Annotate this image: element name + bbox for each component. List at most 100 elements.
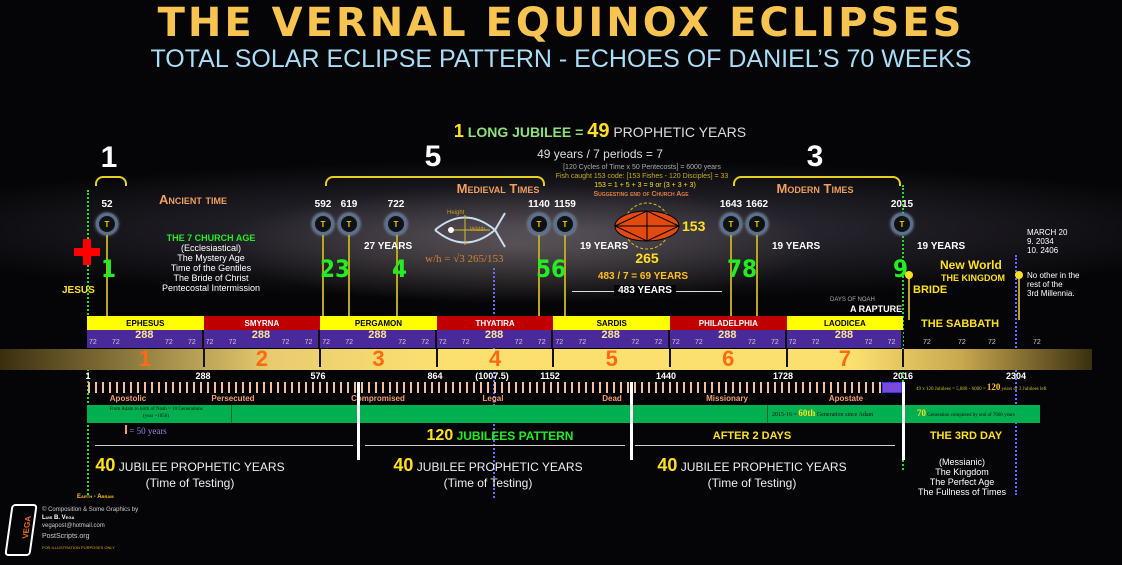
segment-value: 288: [320, 330, 437, 348]
sub-value: 72: [748, 339, 756, 346]
sub-value: 72: [672, 339, 680, 346]
note-line: 3rd Millennia.: [1027, 289, 1075, 298]
scale-label: 1152: [540, 371, 560, 381]
church-thyatira: THYATIRA: [436, 316, 554, 330]
jubilee-years: 49: [587, 120, 610, 142]
eclipse-icon: T: [891, 213, 913, 235]
jubilee-40-num: 40: [393, 455, 414, 475]
sub-value: 72: [811, 339, 820, 346]
website-link[interactable]: PostScripts.org: [42, 533, 90, 540]
period-number: 4: [488, 346, 502, 371]
sub-value: 72: [205, 339, 214, 346]
kingdom-label: THE KINGDOM: [941, 273, 1005, 283]
era-medieval: Medieval Times: [456, 181, 540, 196]
segment-value: 288: [436, 330, 554, 348]
gen-divider: [231, 405, 232, 423]
vesica-piscis-icon: [613, 202, 681, 250]
sub-value: 72: [438, 339, 447, 346]
jubilee-40-block-2: 40 JUBILEE PROPHETIC YEARS(Time of Testi…: [393, 455, 582, 490]
church-smyrna: SMYRNA: [203, 316, 321, 330]
tick-legend: = 50 years: [125, 425, 167, 436]
scale-label: 1: [85, 371, 91, 381]
church-age-line: The Bride of Christ: [173, 273, 249, 283]
adam-line: From Adam to birth of Noah = 10 Generati…: [109, 407, 203, 412]
interval-label: 27 YEARS: [364, 241, 413, 252]
sub-value: 72: [304, 339, 313, 346]
church-age-line: The Mystery Age: [177, 253, 245, 263]
subtitle: TOTAL SOLAR ECLIPSE PATTERN - ECHOES OF …: [150, 45, 972, 73]
sabbath-label: THE SABBATH: [921, 318, 1000, 330]
ichthys-fish-icon: [434, 212, 506, 248]
eclipse-icon: T: [746, 213, 768, 235]
period-divider: [552, 349, 555, 367]
brace-1: [95, 176, 127, 186]
sub-value: 72: [988, 339, 996, 346]
jubilee-num: 1: [453, 121, 464, 141]
jubilee-suffix: PROPHETIC YEARS: [613, 124, 747, 140]
sub-value: 72: [923, 339, 931, 346]
sub-value: 72: [555, 339, 564, 346]
note-text: Generation since Adam: [816, 412, 874, 418]
third-day-line: (Messianic): [938, 457, 985, 467]
church-age-line: (Ecclesiastical): [180, 243, 242, 253]
bride-label: BRIDE: [913, 284, 948, 296]
eclipse-year: 2015: [890, 199, 914, 210]
credit-line: © Composition & Some Graphics by: [42, 507, 139, 513]
sub-value: 72: [887, 339, 896, 346]
church-age-title: THE 7 CHURCH AGE: [166, 233, 256, 243]
pattern-num: 120: [426, 427, 454, 444]
note-text: Generation completed by end of 7000 year…: [927, 413, 1015, 418]
timeline-band: [0, 349, 1092, 370]
period-number: 6: [722, 346, 735, 371]
vesica-height: 153: [682, 218, 706, 234]
jubilee-40-label: JUBILEE PROPHETIC YEARS: [118, 460, 285, 474]
main-title: THE VERNAL EQUINOX ECLIPSES: [157, 0, 965, 46]
church-philadelphia: PHILADELPHIA: [670, 316, 787, 330]
fish-height-label: Height: [447, 210, 465, 216]
fish-formula: w/h = √3 265/153: [425, 253, 504, 265]
2304-dotted-line: [1015, 255, 1017, 495]
note-text: 2015-16 =: [772, 412, 797, 418]
adam-note: From Adam to birth of Noah = 10 Generati…: [109, 406, 202, 420]
third-day-line: The Kingdom: [935, 467, 989, 477]
era-ancient: Ancient time: [159, 192, 227, 207]
seventy-num: 70: [917, 408, 926, 418]
jub-num: 120: [986, 382, 1001, 392]
eclipse-number: 9: [893, 255, 909, 283]
era-label: Dead: [602, 394, 622, 403]
sub-value: 72: [112, 339, 120, 346]
arrow-period-3: [635, 445, 895, 446]
era-label: Persecuted: [211, 394, 255, 403]
interval-label: 19 YEARS: [580, 241, 629, 252]
sub-value: 72: [461, 339, 470, 346]
third-day: THE 3RD DAY: [929, 430, 1003, 442]
eclipse-line: [730, 232, 732, 316]
scale-label: (1007.5): [475, 371, 509, 381]
era-modern: Modern Times: [776, 181, 854, 196]
eclipse-number: 1: [101, 255, 117, 283]
sixtieth-note: 2015-16 = 60th Generation since Adam: [772, 406, 873, 422]
cross-icon-vertical: [83, 239, 91, 265]
segment-value: 288: [203, 330, 321, 348]
era-label: Apostate: [828, 394, 864, 403]
group-count-5: 5: [424, 140, 442, 173]
church-pergamon: PERGAMON: [320, 316, 437, 330]
eclipse-year: 1643: [719, 199, 743, 210]
bride-dot: [905, 271, 913, 279]
time-of-testing: (Time of Testing): [707, 476, 797, 490]
sub-value: 72: [398, 339, 406, 346]
eclipse-line: [756, 232, 758, 316]
sub-value: 72: [654, 339, 663, 346]
eclipse-icon: T: [385, 213, 407, 235]
church-age-line: Pentecostal Intermission: [161, 283, 261, 293]
weeks-span: 483 YEARS: [614, 285, 676, 296]
sub-value: 72: [345, 339, 353, 346]
jesus-label: JESUS: [62, 285, 95, 296]
eclipse-number: 78: [727, 255, 758, 283]
church-ephesus: EPHESUS: [87, 316, 204, 330]
weeks-calc: 483 / 7 = 69 YEARS: [597, 271, 689, 282]
eclipse-year: 1140: [528, 199, 550, 210]
eclipse-line: [322, 232, 324, 316]
segment-value: 288: [553, 330, 670, 348]
sub-value: 72: [771, 339, 779, 346]
